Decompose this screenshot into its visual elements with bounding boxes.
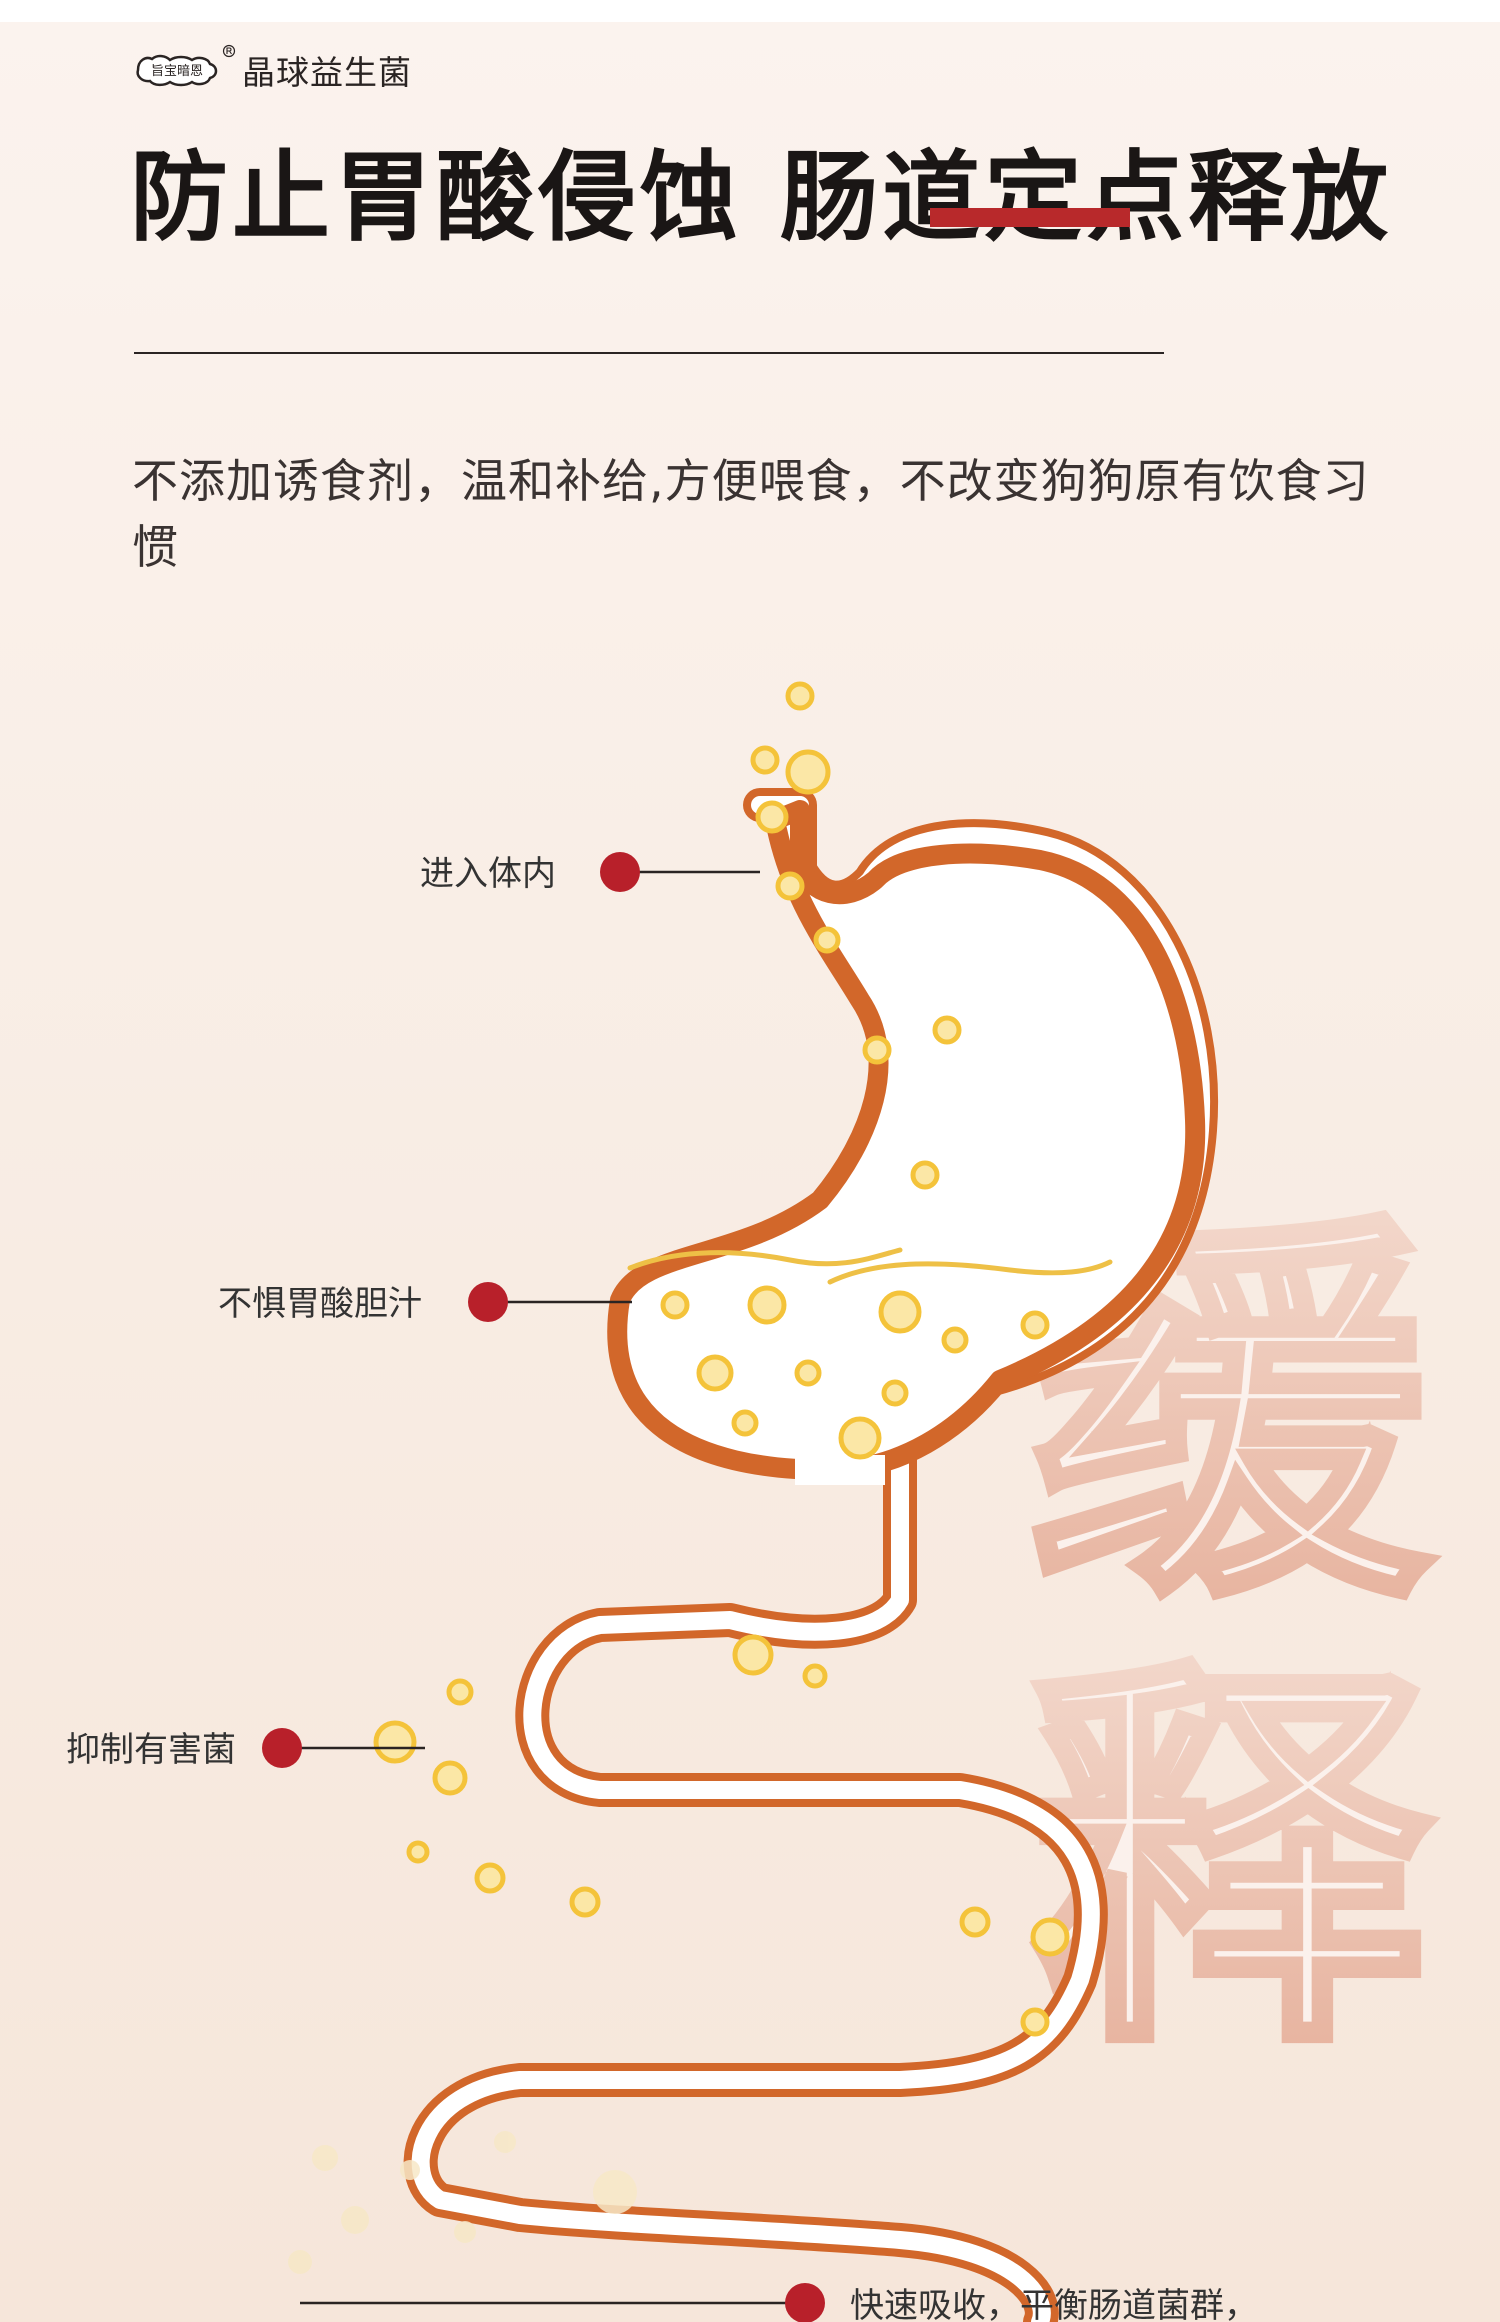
faded-beads [288,2131,637,2274]
probiotic-bead [747,1285,787,1325]
probiotic-bead [474,1862,506,1894]
brand-logo-icon: 旨宝暗恩 [136,54,218,87]
callout-dot-4 [785,2283,825,2322]
callout-dot-3 [262,1728,302,1768]
brand-header: 旨宝暗恩 晶球益生菌 [132,42,412,98]
probiotic-bead [732,1634,774,1676]
callout-dot-1 [600,852,640,892]
faded-bead [288,2250,312,2274]
faded-bead [312,2145,338,2171]
probiotic-bead [1020,1310,1050,1340]
probiotic-bead [878,1290,922,1334]
divider-line [134,352,1164,354]
probiotic-bead [406,1840,430,1864]
probiotic-bead [1020,2007,1050,2037]
description-text: 不添加诱食剂，温和补给,方便喂食，不改变狗狗原有饮食习惯 [132,454,1370,574]
probiotic-bead [775,871,805,901]
probiotic-bead [802,1663,828,1689]
probiotic-bead [785,681,815,711]
registered-icon [222,44,236,58]
probiotic-bead [910,1160,940,1190]
probiotic-bead [959,1906,991,1938]
digestive-tract [403,788,1218,2322]
faded-bead [341,2206,369,2234]
gastric-acid-wave [827,1259,1113,1285]
probiotic-bead [838,1416,882,1460]
gastric-acid-wave [627,1247,903,1271]
headline-title: 防止胃酸侵蚀 肠道定点释放 [130,141,1393,255]
probiotic-bead [932,1015,962,1045]
probiotic-bead [731,1409,759,1437]
probiotic-bead [813,926,841,954]
callout-dot-2 [468,1282,508,1322]
callout-lines [282,870,805,2305]
probiotic-bead [941,1326,969,1354]
top-band [0,0,1500,22]
probiotic-bead [373,1720,417,1764]
probiotic-bead [660,1290,690,1320]
faded-bead [454,2221,476,2243]
probiotic-bead [750,745,780,775]
stage-label-acid: 不惧胃酸胆汁 [218,1284,422,1324]
brand-logo-text: 旨宝暗恩 [151,64,203,79]
probiotic-beads [373,681,1070,2037]
probiotic-bead [862,1035,892,1065]
stage-label-inhibit: 抑制有害菌 [66,1730,236,1770]
probiotic-bead [785,749,831,795]
faded-bead [494,2131,516,2153]
probiotic-bead [696,1354,734,1392]
probiotic-bead [794,1359,822,1387]
probiotic-bead [569,1886,601,1918]
stage-label-enter: 进入体内 [420,854,556,894]
probiotic-bead [432,1760,468,1796]
stage-label-absorb: 快速吸收，平衡肠道菌群， [850,2286,1258,2322]
probiotic-bead [446,1678,474,1706]
callout-dots [262,852,825,2322]
headline-underline [930,208,1130,227]
brand-name: 晶球益生菌 [242,53,412,92]
probiotic-bead [881,1379,909,1407]
probiotic-bead [1030,1917,1070,1957]
faded-bead [400,2160,420,2180]
digestive-tract-lumen [411,796,1210,2322]
probiotic-bead [755,800,789,834]
faded-bead [593,2170,637,2214]
intestine-connector [795,1455,885,1485]
